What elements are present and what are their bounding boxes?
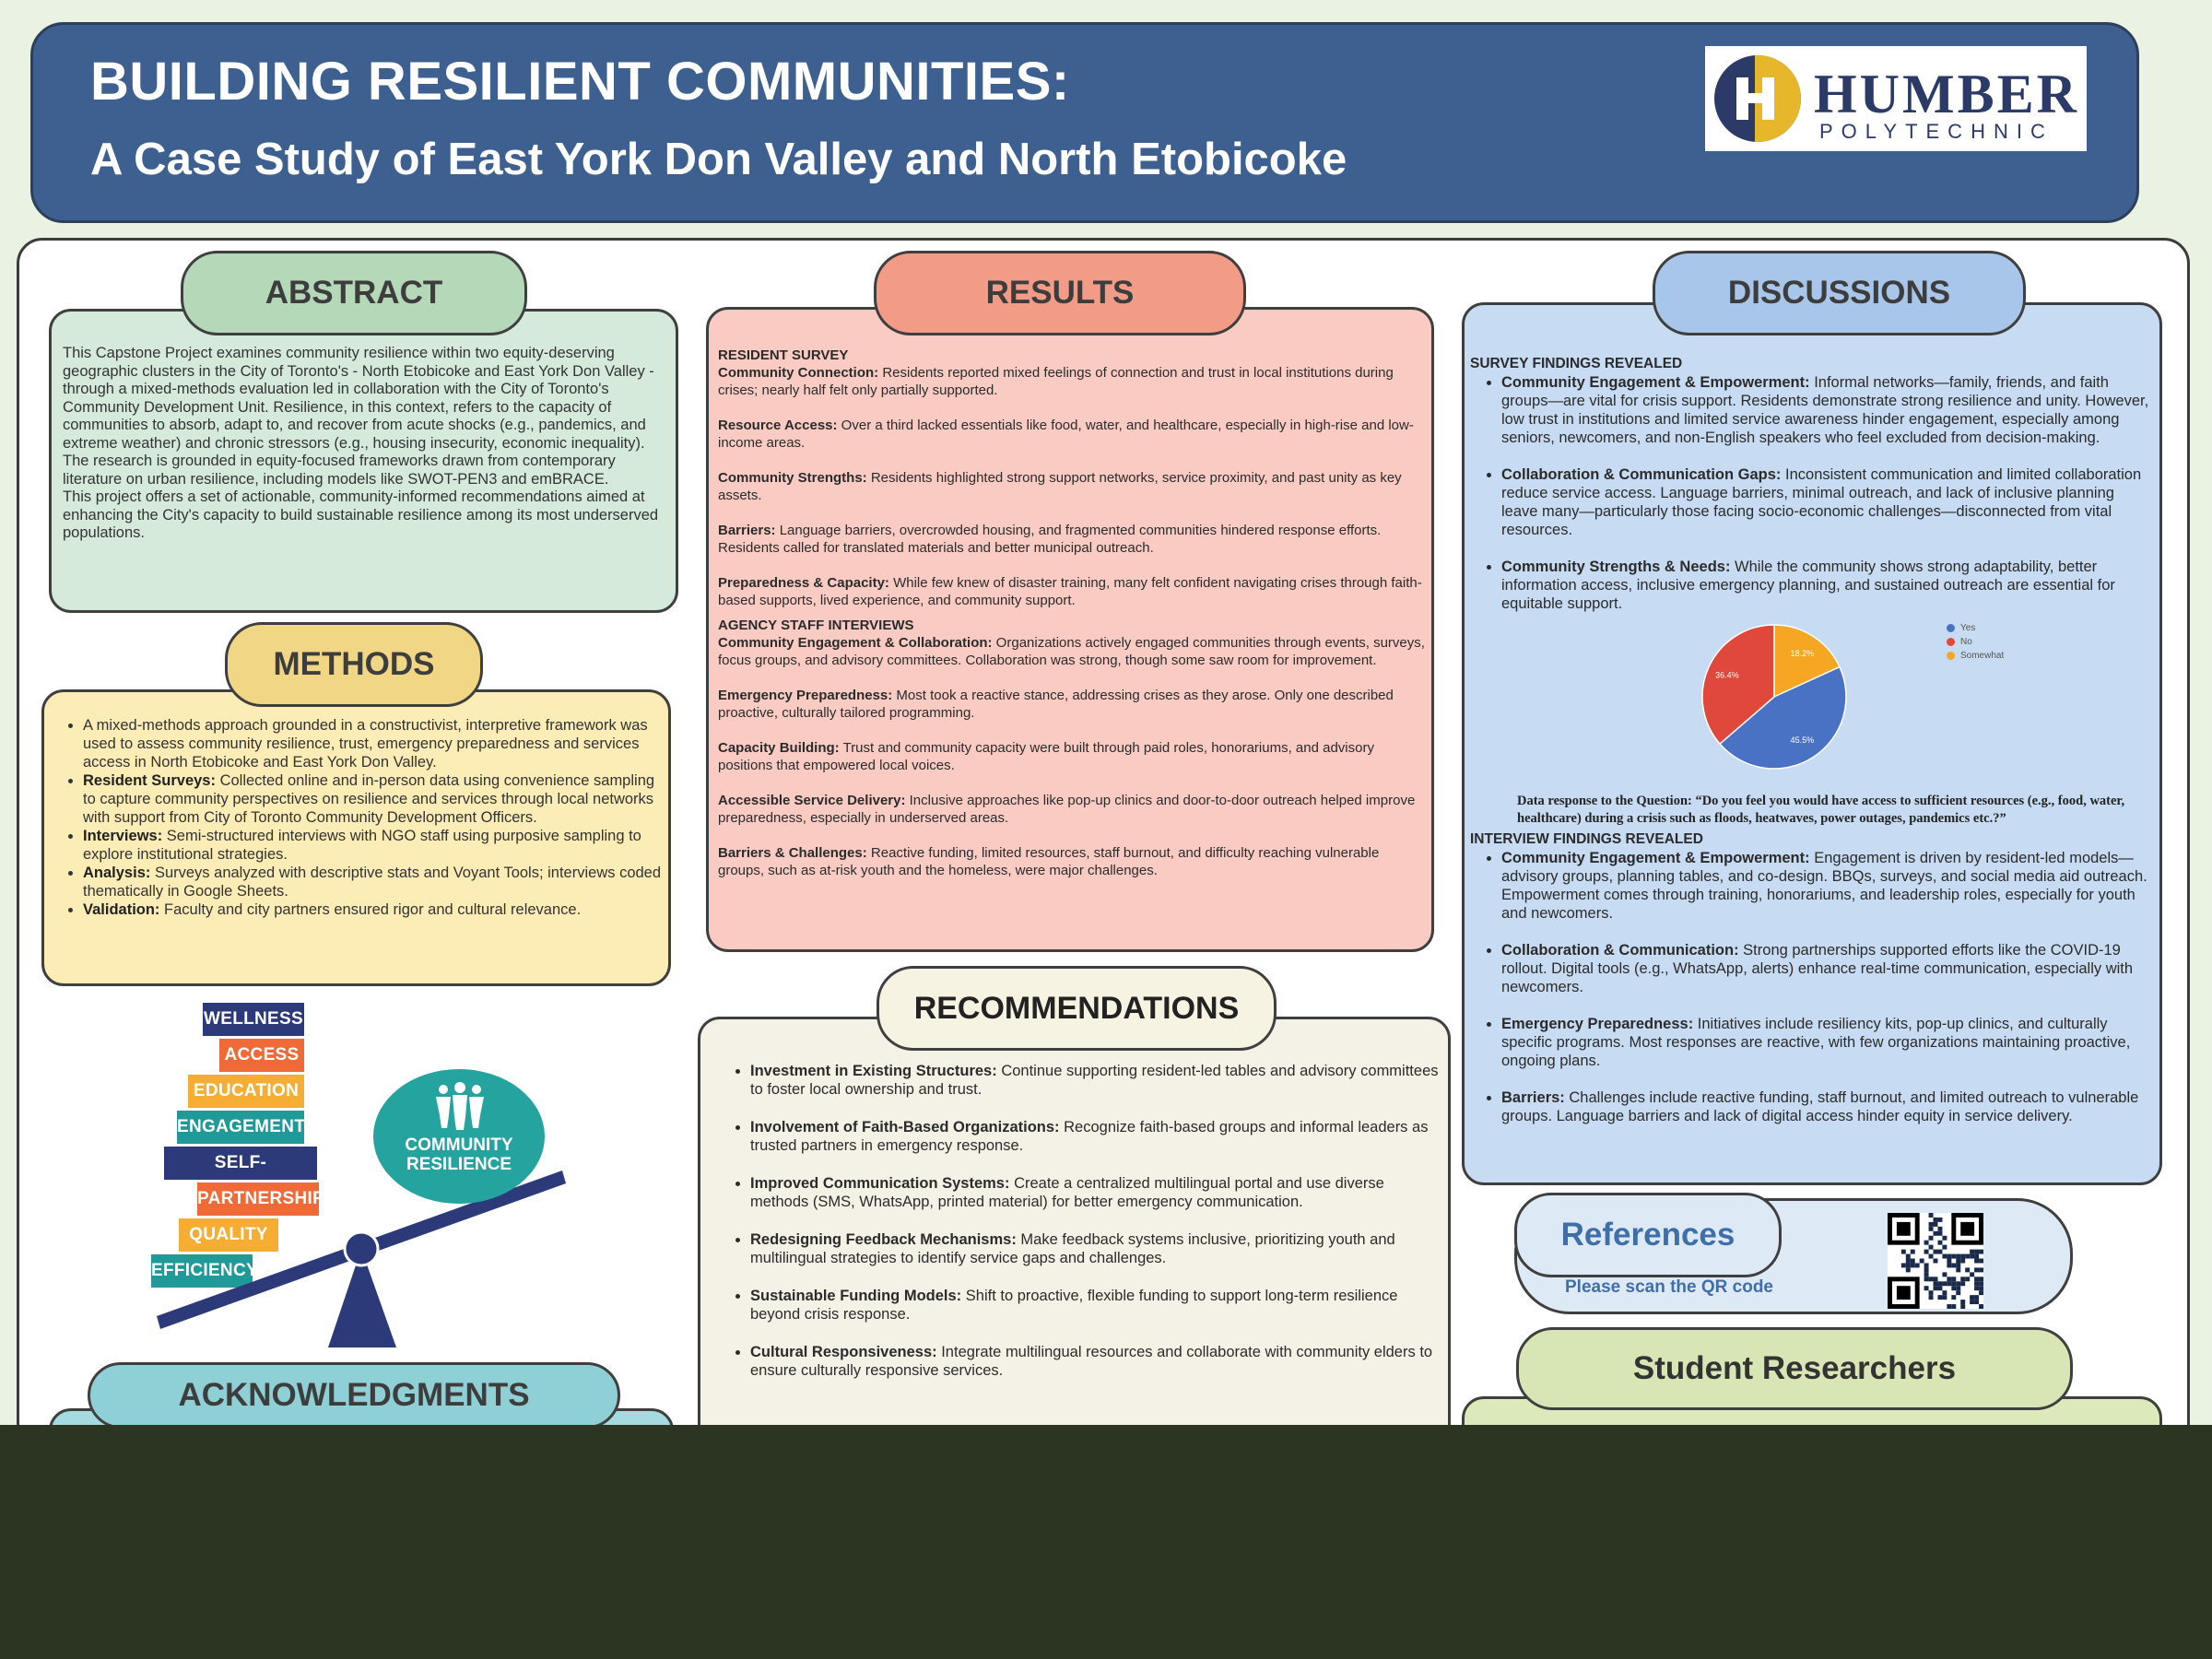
legend-item: Yes bbox=[1947, 623, 2004, 633]
student-researchers-heading: Student Researchers bbox=[1516, 1327, 2073, 1410]
tag-partnership: PARTNERSHIP bbox=[197, 1182, 324, 1216]
list-item: Resource Access: Over a third lacked ess… bbox=[718, 418, 1414, 451]
methods-heading: METHODS bbox=[225, 622, 483, 707]
results-staff-heading: AGENCY STAFF INTERVIEWS bbox=[718, 618, 914, 633]
list-item: Emergency Preparedness: Most took a reac… bbox=[718, 688, 1394, 721]
list-item: Resident Surveys: Collected online and i… bbox=[83, 771, 662, 827]
list-item: Community Engagement & Empowerment: Enga… bbox=[1501, 849, 2152, 923]
abstract-text: This Capstone Project examines community… bbox=[63, 345, 654, 488]
logo-subname: POLYTECHNIC bbox=[1819, 120, 2053, 143]
list-item: Barriers: Challenges include reactive fu… bbox=[1501, 1088, 2152, 1125]
list-item: Cultural Responsiveness: Integrate multi… bbox=[750, 1343, 1440, 1380]
poster-title: BUILDING RESILIENT COMMUNITIES: bbox=[90, 52, 1070, 112]
tag-access: ACCESS bbox=[219, 1039, 304, 1072]
tag-wellness: WELLNESS bbox=[203, 1003, 304, 1036]
methods-list: A mixed-methods approach grounded in a c… bbox=[63, 716, 662, 919]
legend-item: No bbox=[1947, 637, 2004, 647]
list-item: Collaboration & Communication: Strong pa… bbox=[1501, 941, 2152, 996]
list-item: Community Strengths: Residents highlight… bbox=[718, 470, 1402, 503]
humber-logo-mark-icon bbox=[1714, 55, 1801, 142]
list-item: Emergency Preparedness: Initiatives incl… bbox=[1501, 1015, 2152, 1070]
results-heading: RESULTS bbox=[874, 251, 1246, 335]
discussions-panel: SURVEY FINDINGS REVEALED Community Engag… bbox=[1462, 302, 2162, 1185]
list-item: Community Engagement & Collaboration: Or… bbox=[718, 635, 1425, 668]
logo-name: HUMBER bbox=[1814, 64, 2079, 124]
badge-line-2: RESILIENCE bbox=[406, 1155, 512, 1174]
badge-line-1: COMMUNITY bbox=[405, 1135, 513, 1155]
results-survey-heading: RESIDENT SURVEY bbox=[718, 347, 849, 363]
methods-panel: A mixed-methods approach grounded in a c… bbox=[41, 689, 671, 986]
footer-band bbox=[0, 1425, 2212, 1659]
community-resilience-badge: COMMUNITY RESILIENCE bbox=[373, 1069, 545, 1204]
pie-slice-no bbox=[1701, 624, 1775, 746]
results-panel: RESIDENT SURVEY Community Connection: Re… bbox=[706, 307, 1434, 952]
pie-legend: Yes No Somewhat bbox=[1947, 623, 2004, 665]
pie-slice-yes bbox=[1718, 665, 1847, 770]
list-item: Community Engagement & Empowerment: Info… bbox=[1501, 373, 2152, 447]
abstract-text-2: This project offers a set of actionable,… bbox=[63, 488, 659, 541]
discussions-interview-heading: INTERVIEW FINDINGS REVEALED bbox=[1470, 831, 1703, 847]
chart-caption: Data response to the Question: “Do you f… bbox=[1517, 794, 2125, 826]
pie-slice-somewhat bbox=[1773, 624, 1841, 699]
seesaw-icon bbox=[157, 1171, 566, 1347]
legend-swatch-no bbox=[1947, 637, 1955, 646]
legend-swatch-yes bbox=[1947, 623, 1955, 632]
list-item: Improved Communication Systems: Create a… bbox=[750, 1174, 1440, 1211]
list-item: Investment in Existing Structures: Conti… bbox=[750, 1062, 1440, 1099]
pie-value-label: 18.2% bbox=[1791, 649, 1815, 658]
list-item: Community Connection: Residents reported… bbox=[718, 365, 1394, 398]
acknowledgments-heading: ACKNOWLEDGMENTS bbox=[88, 1362, 620, 1429]
qr-code-icon[interactable] bbox=[1888, 1213, 1983, 1309]
list-item: Collaboration & Communication Gaps: Inco… bbox=[1501, 465, 2152, 539]
resource-access-pie-chart: 18.2% 45.5% 36.4% bbox=[1696, 623, 2028, 771]
list-item: Preparedness & Capacity: While few knew … bbox=[718, 575, 1422, 608]
tag-quality: QUALITY bbox=[179, 1218, 278, 1252]
list-item: Redesigning Feedback Mechanisms: Make fe… bbox=[750, 1230, 1440, 1267]
list-item: Capacity Building: Trust and community c… bbox=[718, 740, 1374, 773]
list-item: A mixed-methods approach grounded in a c… bbox=[83, 716, 662, 771]
resilience-illustration: WELLNESS ACCESS EDUCATION ENGAGEMENT SEL… bbox=[138, 995, 571, 1355]
references-subtitle: Please scan the QR code bbox=[1565, 1277, 1773, 1297]
discussions-survey-heading: SURVEY FINDINGS REVEALED bbox=[1470, 356, 1683, 371]
legend-swatch-somewhat bbox=[1947, 651, 1955, 660]
tag-education: EDUCATION bbox=[188, 1075, 304, 1108]
pie-value-label: 45.5% bbox=[1791, 735, 1815, 745]
list-item: Analysis: Surveys analyzed with descript… bbox=[83, 864, 662, 900]
pie-value-label: 36.4% bbox=[1715, 671, 1739, 680]
tag-engagement: ENGAGEMENT bbox=[177, 1111, 305, 1144]
list-item: Involvement of Faith-Based Organizations… bbox=[750, 1118, 1440, 1155]
tag-efficiency: EFFICIENCY bbox=[151, 1254, 258, 1288]
legend-item: Somewhat bbox=[1947, 651, 2004, 661]
recommendations-heading: RECOMMENDATIONS bbox=[877, 966, 1277, 1051]
abstract-heading: ABSTRACT bbox=[181, 251, 527, 335]
humber-logo: HUMBER POLYTECHNIC bbox=[1705, 46, 2087, 151]
pie-chart-svg: 18.2% 45.5% 36.4% bbox=[1701, 624, 1847, 770]
list-item: Accessible Service Delivery: Inclusive a… bbox=[718, 793, 1416, 826]
list-item: Interviews: Semi-structured interviews w… bbox=[83, 827, 662, 864]
poster-subtitle: A Case Study of East York Don Valley and… bbox=[90, 135, 1347, 184]
list-item: Sustainable Funding Models: Shift to pro… bbox=[750, 1287, 1440, 1324]
list-item: Barriers & Challenges: Reactive funding,… bbox=[718, 845, 1380, 878]
list-item: Validation: Faculty and city partners en… bbox=[83, 900, 662, 919]
recommendations-list: Investment in Existing Structures: Conti… bbox=[730, 1062, 1440, 1380]
discussions-heading: DISCUSSIONS bbox=[1653, 251, 2026, 335]
list-item: Barriers: Language barriers, overcrowded… bbox=[718, 523, 1382, 556]
abstract-panel: This Capstone Project examines community… bbox=[49, 309, 678, 613]
references-heading: References bbox=[1514, 1193, 1782, 1277]
list-item: Community Strengths & Needs: While the c… bbox=[1501, 558, 2152, 613]
people-icon bbox=[436, 1082, 484, 1130]
